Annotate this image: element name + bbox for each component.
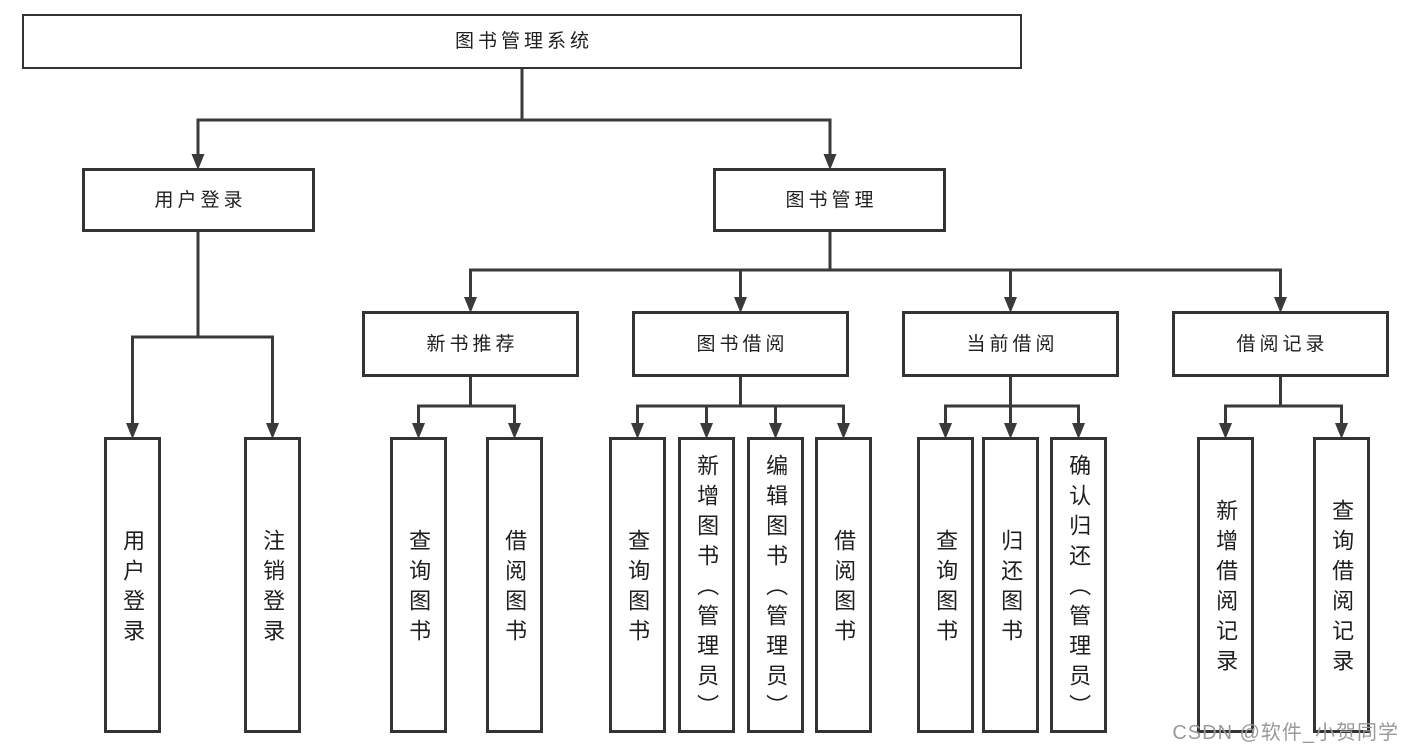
node-label: 新书推荐 [426, 333, 519, 355]
node-query-borrow-record: 查询借阅记录 [1313, 437, 1370, 733]
node-label: 借阅图书 [831, 529, 857, 649]
node-logout: 注销登录 [244, 437, 301, 733]
node-add-borrow-record: 新增借阅记录 [1197, 437, 1254, 733]
node-label: 新增借阅记录 [1213, 499, 1239, 679]
node-label: 查询图书 [406, 529, 432, 649]
node-label: 查询图书 [933, 529, 959, 649]
node-label: 用户登录 [120, 529, 146, 649]
node-label: 归还图书 [998, 529, 1024, 649]
node-book-management: 图书管理 [713, 168, 946, 232]
node-borrow-books-recommend: 借阅图书 [486, 437, 543, 733]
node-label: 图书管理系统 [454, 31, 593, 52]
node-book-borrowing: 图书借阅 [632, 311, 849, 377]
node-user-login: 用户登录 [82, 168, 315, 232]
node-add-book-admin: 新增图书（管理员） [678, 437, 735, 733]
node-return-book: 归还图书 [982, 437, 1039, 733]
node-confirm-return-admin: 确认归还（管理员） [1050, 437, 1107, 733]
node-label: 借阅图书 [502, 529, 528, 649]
node-label: 图书借阅 [696, 333, 789, 355]
node-library-system: 图书管理系统 [22, 14, 1022, 69]
node-label: 查询借阅记录 [1329, 499, 1355, 679]
node-label: 新增图书（管理员） [694, 454, 720, 724]
node-label: 借阅记录 [1236, 333, 1329, 355]
node-query-books-current: 查询图书 [917, 437, 974, 733]
node-label: 查询图书 [625, 529, 651, 649]
node-user-login-leaf: 用户登录 [104, 437, 161, 733]
node-label: 当前借阅 [966, 333, 1059, 355]
node-label: 编辑图书（管理员） [763, 454, 789, 724]
node-label: 注销登录 [260, 529, 286, 649]
node-query-books-borrow: 查询图书 [609, 437, 666, 733]
node-edit-book-admin: 编辑图书（管理员） [747, 437, 804, 733]
node-query-books-recommend: 查询图书 [390, 437, 447, 733]
csdn-watermark: CSDN @软件_小贺同学 [1172, 722, 1399, 744]
node-label: 图书管理 [785, 189, 878, 211]
node-label: 用户登录 [154, 189, 247, 211]
node-label: 确认归还（管理员） [1066, 454, 1092, 724]
node-current-borrowing: 当前借阅 [902, 311, 1119, 377]
node-new-book-recommend: 新书推荐 [362, 311, 579, 377]
node-borrowing-records: 借阅记录 [1172, 311, 1389, 377]
node-borrow-books-leaf: 借阅图书 [815, 437, 872, 733]
